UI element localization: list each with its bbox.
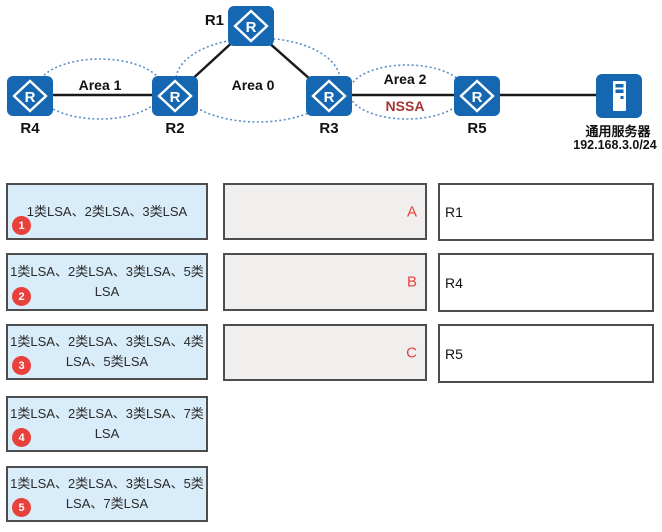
router-r4-label: R4 [20, 120, 40, 137]
slot-c-letter: C [406, 344, 417, 361]
server-title: 通用服务器 [585, 124, 651, 139]
lsa-option-5[interactable]: 1类LSA、2类LSA、3类LSA、5类LSA、7类LSA 5 [6, 466, 208, 522]
router-r5-icon: R [454, 76, 500, 116]
option-2-badge: 2 [12, 287, 31, 306]
target-r4-label: R4 [445, 274, 463, 291]
target-r4[interactable]: R4 [438, 253, 654, 312]
router-r1-label: R1 [204, 12, 224, 29]
option-4-badge: 4 [12, 428, 31, 447]
target-r5-label: R5 [445, 345, 463, 362]
nssa-label: NSSA [385, 98, 425, 114]
router-r3-icon: R [306, 76, 352, 116]
server-icon [596, 74, 642, 118]
router-r2-label: R2 [165, 120, 185, 137]
lsa-option-4-text: 1类LSA、2类LSA、3类LSA、7类LSA [10, 406, 204, 441]
lsa-option-3[interactable]: 1类LSA、2类LSA、3类LSA、4类LSA、5类LSA 3 [6, 324, 208, 380]
router-glyph: R [472, 89, 483, 106]
slot-a-letter: A [406, 203, 417, 220]
target-r5[interactable]: R5 [438, 324, 654, 383]
lsa-option-4[interactable]: 1类LSA、2类LSA、3类LSA、7类LSA 4 [6, 396, 208, 452]
lsa-option-5-text: 1类LSA、2类LSA、3类LSA、5类LSA、7类LSA [10, 476, 204, 511]
target-r1-label: R1 [445, 204, 463, 220]
router-r2-icon: R [152, 76, 198, 116]
router-glyph: R [25, 89, 36, 106]
option-1-badge: 1 [12, 216, 31, 235]
target-r1[interactable]: R1 [438, 183, 654, 241]
router-glyph: R [170, 89, 181, 106]
answer-slot-c[interactable]: C [223, 324, 427, 381]
answer-slot-b[interactable]: B [223, 253, 427, 311]
option-3-badge: 3 [12, 356, 31, 375]
router-r5-label: R5 [467, 120, 487, 137]
lsa-option-1-text: 1类LSA、2类LSA、3类LSA [26, 203, 188, 219]
lsa-option-2-text: 1类LSA、2类LSA、3类LSA、5类LSA [10, 264, 204, 299]
lsa-option-2[interactable]: 1类LSA、2类LSA、3类LSA、5类LSA 2 [6, 253, 208, 311]
lsa-option-1[interactable]: 1类LSA、2类LSA、3类LSA 1 [6, 183, 208, 240]
area1-label: Area 1 [78, 77, 122, 93]
router-r1-icon: R [228, 6, 274, 46]
server-subnet: 192.168.3.0/24 [573, 138, 657, 152]
answer-slot-a[interactable]: A [223, 183, 427, 240]
lsa-option-3-text: 1类LSA、2类LSA、3类LSA、4类LSA、5类LSA [10, 334, 204, 369]
router-r4-icon: R [7, 76, 53, 116]
slot-b-letter: B [406, 273, 417, 291]
router-glyph: R [246, 19, 257, 36]
option-5-badge: 5 [12, 498, 31, 517]
area0-label: Area 0 [231, 77, 275, 93]
router-glyph: R [324, 89, 335, 106]
area2-label: Area 2 [383, 71, 427, 87]
router-r3-label: R3 [319, 120, 339, 137]
